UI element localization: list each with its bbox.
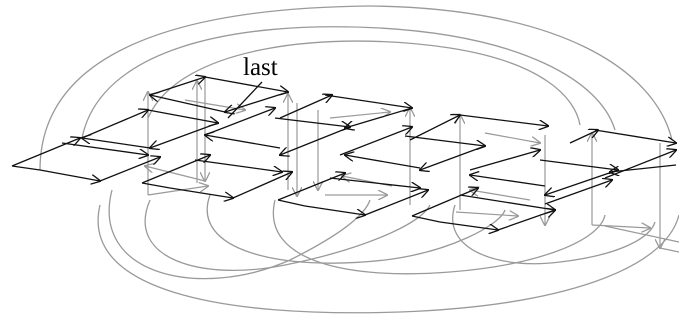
front-edges xyxy=(11,76,677,231)
annotation: last xyxy=(227,54,278,119)
front-edge xyxy=(411,188,478,217)
front-edge xyxy=(539,159,618,170)
front-edge xyxy=(339,127,412,156)
wrap-around-curves xyxy=(39,5,679,314)
front-edge xyxy=(470,175,546,187)
front-edge xyxy=(610,164,677,172)
wrap-curve xyxy=(272,199,606,275)
label-leader-line xyxy=(227,81,263,119)
front-edge xyxy=(194,159,282,172)
front-edge xyxy=(205,135,281,149)
back-edge xyxy=(484,132,540,143)
front-edge xyxy=(204,108,275,136)
front-edge xyxy=(459,114,548,126)
front-edge xyxy=(594,129,676,143)
front-edge xyxy=(150,95,226,113)
front-edge xyxy=(99,157,160,182)
front-edge xyxy=(469,150,540,171)
front-edge xyxy=(11,138,80,167)
back-edge xyxy=(455,212,518,216)
front-edge xyxy=(329,177,420,188)
wrap-curve xyxy=(39,5,673,171)
back-edge xyxy=(147,186,208,196)
front-edge xyxy=(345,155,421,169)
front-edge xyxy=(274,117,350,127)
wrap-curve xyxy=(206,194,506,264)
front-edge xyxy=(39,169,100,181)
front-edge xyxy=(420,145,486,170)
last-label: last xyxy=(243,54,278,81)
front-edge xyxy=(569,130,598,144)
front-edge xyxy=(439,221,498,230)
front-edge xyxy=(497,210,555,231)
front-edge xyxy=(604,150,676,179)
front-edge xyxy=(232,172,292,199)
front-edge xyxy=(225,91,289,112)
front-edge xyxy=(169,187,233,198)
wrap-curve xyxy=(97,204,679,314)
wrap-curve xyxy=(147,40,581,126)
front-edge xyxy=(544,180,612,205)
front-edge xyxy=(404,135,485,146)
front-edge xyxy=(280,126,351,155)
front-edge xyxy=(279,95,332,119)
front-edge xyxy=(141,182,171,189)
front-edge xyxy=(324,94,412,108)
wrap-curve xyxy=(81,26,616,139)
front-edge xyxy=(147,109,218,123)
wrap-curve xyxy=(452,204,656,265)
front-edge xyxy=(345,107,413,128)
wrap-curve xyxy=(144,199,431,271)
front-edge xyxy=(11,165,41,171)
front-edge xyxy=(364,190,428,216)
front-edge xyxy=(204,76,288,92)
front-edge xyxy=(61,142,148,155)
back-edge xyxy=(659,247,679,253)
front-edge xyxy=(411,215,441,223)
back-edge xyxy=(591,225,650,228)
front-edge xyxy=(141,155,210,184)
front-edge xyxy=(277,199,306,207)
front-edge xyxy=(150,122,219,148)
back-edge xyxy=(145,166,206,182)
front-edge xyxy=(277,173,345,201)
front-edge xyxy=(82,138,151,149)
front-edge xyxy=(545,169,619,195)
front-edge xyxy=(459,194,555,210)
front-edge xyxy=(81,110,148,139)
front-edge xyxy=(409,115,460,141)
back-edge xyxy=(329,112,390,119)
wrap-curve xyxy=(108,189,371,280)
front-edge xyxy=(304,205,365,215)
back-edge xyxy=(604,225,679,243)
